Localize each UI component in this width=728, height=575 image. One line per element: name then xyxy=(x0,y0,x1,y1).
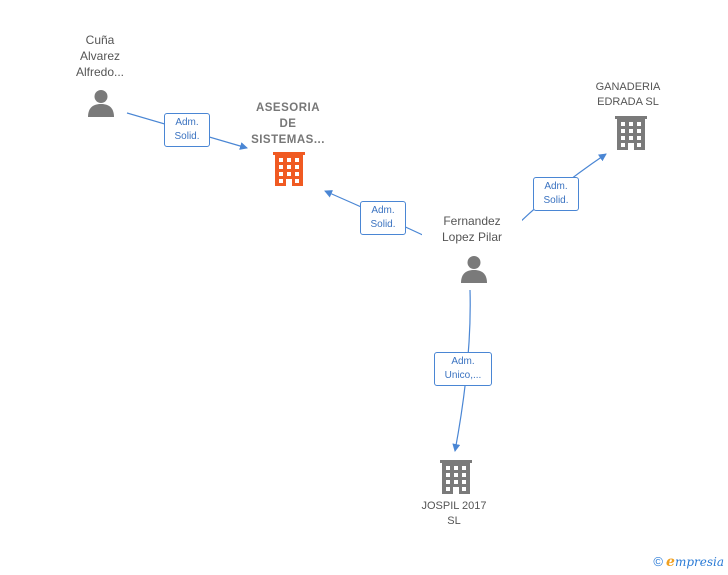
label-line: ASESORIA xyxy=(255,102,321,114)
edge-label-line: Solid. xyxy=(370,219,396,230)
label-line: JOSPIL 2017 xyxy=(421,500,487,512)
empresia-logo: ©empresia xyxy=(653,554,724,570)
edge-label-line: Adm. xyxy=(451,356,475,367)
label-line: Cuña xyxy=(85,33,115,47)
company-label-jospil[interactable]: JOSPIL 2017 SL xyxy=(404,499,504,529)
person-icon[interactable] xyxy=(86,88,116,118)
brand-name: mpresia xyxy=(674,555,724,569)
edge-label-line: Solid. xyxy=(543,195,569,206)
label-line: Lopez Pilar xyxy=(441,230,503,244)
edge-label-line: Solid. xyxy=(174,131,200,142)
edge-label-fernandez-jospil[interactable]: Adm. Unico,... xyxy=(434,352,492,386)
label-line: SISTEMAS... xyxy=(251,134,325,146)
person-label-cuna[interactable]: Cuña Alvarez Alfredo... xyxy=(52,32,148,80)
building-icon-main[interactable] xyxy=(273,152,305,186)
copyright-icon: © xyxy=(653,554,664,569)
edge-label-line: Unico,... xyxy=(444,370,482,381)
building-icon[interactable] xyxy=(615,116,647,150)
company-label-asesoria[interactable]: ASESORIA DE SISTEMAS... xyxy=(236,100,340,148)
label-line: GANADERIA xyxy=(595,81,661,93)
label-line: DE xyxy=(279,118,297,130)
building-icon[interactable] xyxy=(440,460,472,494)
label-line: Fernandez xyxy=(443,214,501,228)
label-line: Alvarez xyxy=(79,49,120,63)
label-line: Alfredo... xyxy=(75,65,125,79)
person-icon[interactable] xyxy=(459,254,489,284)
label-line: EDRADA SL xyxy=(597,96,659,108)
edge-label-cuna-asesoria[interactable]: Adm. Solid. xyxy=(164,113,210,147)
company-label-ganaderia[interactable]: GANADERIA EDRADA SL xyxy=(578,80,678,110)
edge-label-fernandez-ganaderia[interactable]: Adm. Solid. xyxy=(533,177,579,211)
label-line: SL xyxy=(447,515,461,527)
edge-label-fernandez-asesoria[interactable]: Adm. Solid. xyxy=(360,201,406,235)
brand-e: e xyxy=(666,554,675,570)
edge-label-line: Adm. xyxy=(544,181,568,192)
edge-label-line: Adm. xyxy=(175,117,199,128)
edge-label-line: Adm. xyxy=(371,205,395,216)
person-label-fernandez[interactable]: Fernandez Lopez Pilar xyxy=(422,213,522,245)
